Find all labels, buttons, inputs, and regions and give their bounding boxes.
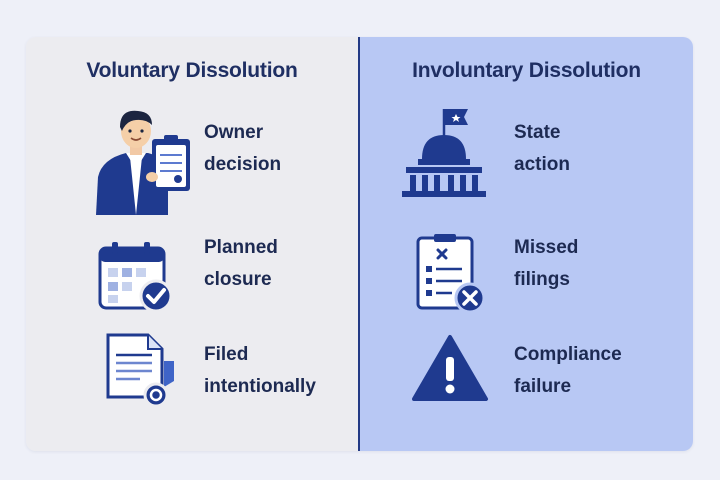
voluntary-item-owner-decision: Owner decision (26, 105, 358, 215)
document-stamp-icon (106, 333, 174, 408)
person-clipboard-icon (96, 110, 190, 215)
checklist-x-icon (416, 234, 486, 314)
warning-triangle-icon (412, 335, 488, 401)
voluntary-item-label: Filed intentionally (204, 344, 316, 397)
voluntary-heading: Voluntary Dissolution (86, 59, 298, 82)
voluntary-panel: Voluntary Dissolution (26, 37, 358, 451)
calendar-check-icon (98, 242, 173, 313)
involuntary-heading: Involuntary Dissolution (412, 59, 641, 82)
involuntary-item-state-action: State action (360, 105, 693, 197)
capitol-building-icon (402, 109, 486, 197)
involuntary-item-label: State action (514, 122, 570, 175)
involuntary-panel: Involuntary Dissolution (360, 37, 693, 451)
voluntary-item-planned-closure: Planned closure (26, 236, 358, 326)
voluntary-item-filed-intentionally: Filed intentionally (26, 333, 358, 427)
voluntary-item-label: Planned closure (204, 237, 278, 290)
voluntary-item-label: Owner decision (204, 122, 282, 175)
panel-divider (358, 37, 360, 451)
involuntary-item-missed-filings: Missed filings (360, 234, 693, 326)
comparison-card: Voluntary Dissolution (26, 37, 693, 451)
involuntary-item-label: Compliance failure (514, 344, 622, 397)
involuntary-item-label: Missed filings (514, 237, 579, 290)
involuntary-item-compliance-failure: Compliance failure (360, 335, 693, 427)
